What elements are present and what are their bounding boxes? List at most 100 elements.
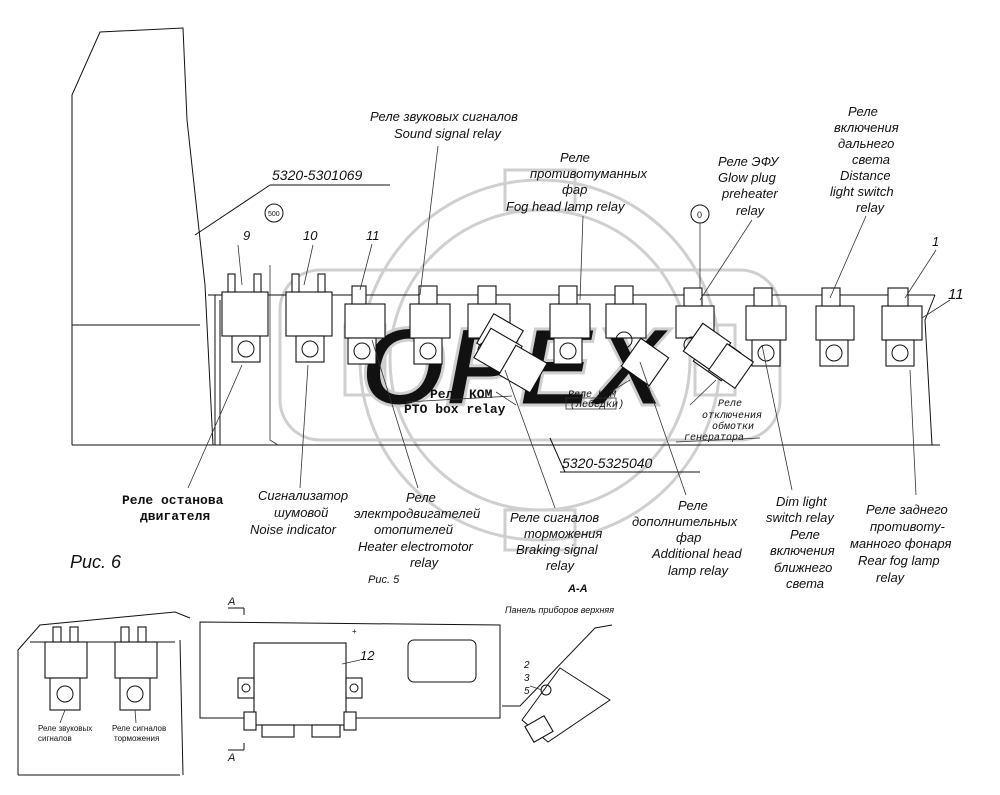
svg-text:сигналов: сигналов (38, 734, 72, 743)
svg-text:Реле: Реле (848, 104, 878, 119)
callout-generator-cutoff: Реле отключения обмотки генератора (675, 399, 762, 444)
svg-text:включения: включения (770, 543, 835, 558)
callout-pto-winch: Реле КОМ (лебедки) (565, 390, 624, 411)
svg-text:Fog head lamp relay: Fog head lamp relay (506, 199, 626, 214)
svg-text:5320-5325040: 5320-5325040 (562, 455, 653, 471)
fig5-panel: А А 12 + (199, 596, 501, 764)
svg-text:противоту-: противоту- (870, 519, 945, 534)
relay-pto-winch (605, 285, 670, 387)
svg-text:relay: relay (546, 558, 576, 573)
svg-text:Реле КОМ: Реле КОМ (568, 390, 617, 401)
figure-6-caption: Рис. 6 (70, 552, 122, 572)
leader-lines (187, 145, 951, 509)
callout-braking: Реле сигналов торможения Braking signal … (510, 510, 602, 573)
section-mark-a-top: А (227, 596, 235, 608)
svg-text:двигателя: двигателя (140, 509, 210, 524)
svg-text:Реле: Реле (790, 527, 820, 542)
callout-engine-stop: Реле останова двигателя (122, 493, 224, 524)
callout-noise-indicator: Сигнализатор шумовой Noise indicator (250, 488, 348, 537)
svg-text:relay: relay (410, 555, 440, 570)
svg-text:торможения: торможения (524, 526, 602, 541)
svg-text:Sound signal relay: Sound signal relay (394, 126, 502, 141)
callout-dim-light: Dim light switch relay Реле включения бл… (766, 494, 835, 591)
svg-text:света: света (852, 152, 890, 167)
svg-text:дальнего: дальнего (838, 136, 894, 151)
circle-mark-0: 0 (690, 204, 710, 290)
svg-text:отключения: отключения (702, 411, 762, 422)
svg-text:Реле сигналов: Реле сигналов (112, 724, 166, 733)
svg-text:Реле звуковых сигналов: Реле звуковых сигналов (370, 109, 518, 124)
relay-sound-signal (409, 285, 451, 365)
svg-text:Реле: Реле (718, 399, 742, 410)
svg-text:Реле: Реле (406, 490, 436, 505)
position-10: 10 (303, 228, 318, 243)
position-11-heater: 11 (366, 228, 380, 243)
svg-text:Glow plug: Glow plug (718, 170, 777, 185)
svg-text:света: света (786, 576, 824, 591)
svg-text:relay: relay (856, 200, 886, 215)
relay-rear-fog (881, 287, 923, 367)
relay-fog-head-lamp (549, 285, 591, 365)
svg-text:relay: relay (736, 203, 766, 218)
svg-text:электродвигателей: электродвигателей (354, 506, 480, 521)
svg-text:генератора: генератора (684, 433, 744, 444)
svg-text:relay: relay (876, 570, 906, 585)
svg-text:отопителей: отопителей (374, 522, 453, 537)
svg-text:switch relay: switch relay (766, 510, 835, 525)
relay-distance-light (815, 287, 855, 367)
svg-text:0: 0 (697, 210, 702, 220)
relay-generator-cutoff (682, 322, 755, 390)
svg-text:Rear fog lamp: Rear fog lamp (858, 553, 940, 568)
svg-text:Реле: Реле (560, 150, 590, 165)
relay-engine-stop (221, 273, 269, 363)
svg-text:preheater: preheater (721, 186, 778, 201)
upper-panel-label: Панель приборов верхняя (505, 605, 614, 615)
part-number-bracket: 5320-5301069 (194, 167, 390, 236)
svg-text:обмотки: обмотки (712, 420, 754, 433)
figure-5-caption: Рис. 5 (368, 574, 400, 586)
svg-text:Noise indicator: Noise indicator (250, 522, 337, 537)
svg-text:light switch: light switch (830, 184, 894, 199)
section-aa-caption: А-А (567, 583, 588, 595)
callout-sound-signal: Реле звуковых сигналов Sound signal rela… (370, 109, 518, 141)
noise-indicator (285, 273, 333, 363)
svg-text:Braking signal: Braking signal (516, 542, 599, 557)
callout-fog-head-lamp: Реле противотуманных фар Fog head lamp r… (506, 150, 647, 214)
circle-mark-500: 500 (264, 203, 284, 223)
section-mark-a-bottom: А (227, 752, 235, 764)
svg-text:фар: фар (676, 530, 701, 545)
svg-text:торможения: торможения (114, 734, 159, 743)
svg-text:Distance: Distance (840, 168, 891, 183)
svg-text:Реле сигналов: Реле сигналов (510, 510, 599, 525)
svg-text:Dim light: Dim light (776, 494, 828, 509)
svg-text:фар: фар (562, 182, 587, 197)
detail-num-5: 5 (524, 686, 530, 697)
svg-text:+: + (352, 627, 357, 636)
svg-text:Реле ЭФУ: Реле ЭФУ (718, 154, 780, 169)
callout-pto-box: Реле КОМ PTO box relay (404, 387, 513, 417)
svg-text:lamp relay: lamp relay (668, 563, 729, 578)
position-9: 9 (243, 228, 250, 243)
callout-heater: Реле электродвигателей отопителей Heater… (354, 490, 480, 570)
relay-row (221, 273, 923, 387)
svg-text:5320-5301069: 5320-5301069 (272, 167, 363, 183)
svg-text:Additional head: Additional head (651, 546, 742, 561)
svg-text:Реле заднего: Реле заднего (866, 502, 948, 517)
position-11-right: 11 (948, 286, 964, 303)
svg-text:Реле звуковых: Реле звуковых (38, 724, 92, 733)
svg-text:Сигнализатор: Сигнализатор (258, 488, 348, 503)
relay-pto-box (473, 327, 548, 394)
part-number-panel: 5320-5325040 (549, 437, 700, 473)
fig6-inset: Реле звуковых сигналов Реле сигналов тор… (17, 611, 191, 776)
svg-text:ближнего: ближнего (774, 560, 832, 575)
svg-text:дополнительных: дополнительных (632, 514, 738, 529)
svg-text:включения: включения (834, 120, 899, 135)
svg-text:Реле: Реле (678, 498, 708, 513)
svg-text:PTO box relay: PTO box relay (404, 402, 506, 417)
svg-text:500: 500 (268, 211, 280, 218)
callout-distance-light: Реле включения дальнего света Distance l… (830, 104, 899, 215)
svg-text:шумовой: шумовой (274, 505, 328, 520)
relay-heater (344, 285, 386, 365)
svg-text:манного фонаря: манного фонаря (850, 536, 951, 551)
svg-text:Heater electromotor: Heater electromotor (358, 539, 474, 554)
